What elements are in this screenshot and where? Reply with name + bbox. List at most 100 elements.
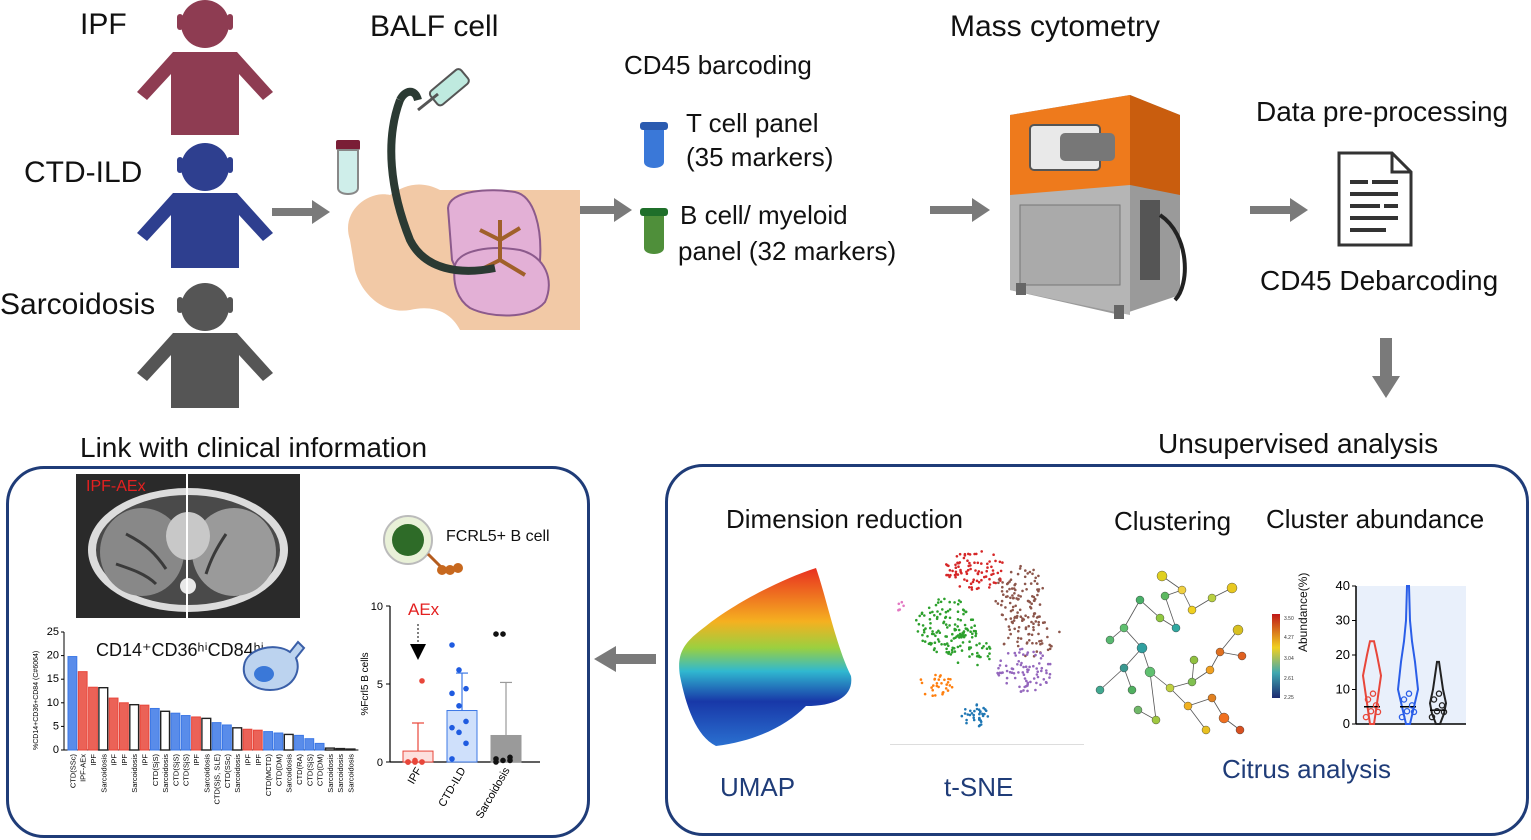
- tree-node: [1183, 701, 1193, 711]
- tsne-point: [944, 623, 948, 626]
- tsne-point: [1039, 642, 1042, 646]
- tsne-point: [1046, 662, 1050, 666]
- tsne-point: [954, 570, 958, 574]
- tsne-point: [937, 640, 941, 643]
- unsupervised-title: Unsupervised analysis: [1158, 428, 1439, 459]
- fcrl5-ytick-label: 5: [377, 679, 383, 691]
- tsne-point: [1058, 630, 1061, 634]
- bar-ytick-label: 10: [47, 697, 59, 709]
- tsne-point: [1011, 621, 1014, 625]
- tsne-point: [944, 610, 948, 614]
- bar-15: [222, 724, 232, 751]
- b-cell-icon: [383, 515, 463, 575]
- tsne-point: [941, 691, 945, 694]
- tsne-point: [1037, 588, 1041, 591]
- group-label-ipf: IPF: [80, 8, 127, 41]
- tsne-point: [977, 586, 980, 590]
- tsne-point: [978, 642, 981, 645]
- tsne-point: [1023, 582, 1027, 586]
- tsne-point: [1028, 639, 1031, 642]
- tsne-point: [1025, 642, 1029, 645]
- tsne-point: [970, 588, 974, 591]
- tsne-point: [1014, 588, 1017, 592]
- tsne-point: [1011, 667, 1015, 671]
- tsne-point: [1013, 592, 1016, 595]
- violin-point: [1438, 702, 1446, 709]
- tsne-point: [986, 655, 990, 658]
- bar-category-label: IPF: [141, 754, 150, 766]
- tsne-point: [977, 570, 981, 573]
- bar-category-label: IPF: [89, 754, 98, 766]
- bar-category-label: CTD(SjS): [182, 754, 191, 787]
- heat-tick-4: 2.61: [1284, 676, 1294, 682]
- tsne-point: [1020, 647, 1024, 651]
- tsne-point: [998, 560, 1002, 564]
- heat-tick-3: 3.04: [1284, 656, 1294, 662]
- tsne-point: [959, 644, 962, 648]
- tsne-point: [981, 712, 984, 716]
- tsne-point: [1033, 579, 1037, 583]
- tsne-point: [929, 622, 932, 625]
- t-panel-label-2: (35 markers): [686, 142, 834, 172]
- fcrl5-ytick-label: 10: [371, 601, 383, 613]
- tsne-point: [974, 634, 977, 638]
- tsne-point: [1041, 586, 1044, 590]
- tsne-point: [931, 694, 934, 697]
- tsne-point: [977, 580, 981, 584]
- tsne-point: [1019, 615, 1023, 618]
- violin-point: [1398, 713, 1406, 721]
- tsne-point: [922, 631, 926, 634]
- tsne-point: [979, 655, 982, 659]
- tsne-point: [988, 657, 991, 661]
- mass-cytometer-illustration: [1010, 95, 1187, 319]
- tsne-point: [978, 712, 981, 716]
- tsne-point: [977, 708, 981, 711]
- bar-19: [263, 731, 273, 751]
- tsne-point: [1039, 683, 1042, 686]
- tsne-point: [1036, 670, 1039, 673]
- heat-tick-5: 2.25: [1284, 695, 1294, 701]
- t-panel-label-1: T cell panel: [686, 108, 819, 138]
- tsne-point: [945, 573, 948, 577]
- tree-node: [1105, 635, 1115, 645]
- tree-node: [1119, 623, 1129, 633]
- tsne-point: [932, 684, 935, 687]
- heat-tick-1: 3.50: [1284, 616, 1294, 622]
- tsne-point: [1000, 590, 1004, 593]
- tsne-point: [950, 685, 954, 689]
- bar-category-label: CTD(RA): [295, 753, 304, 784]
- tsne-point: [897, 602, 901, 606]
- violin-point: [1428, 713, 1436, 721]
- tsne-point: [956, 602, 960, 606]
- tsne-point: [980, 562, 983, 565]
- fcrl5-point: [419, 678, 425, 684]
- tsne-point: [1000, 599, 1004, 603]
- tsne-point: [1001, 671, 1004, 674]
- barcoding-title: CD45 barcoding: [624, 50, 812, 80]
- tsne-point: [973, 624, 976, 627]
- fcrl5-bar-2: [490, 734, 522, 763]
- fcrl5-label: FCRL5+ B cell: [446, 528, 550, 545]
- tsne-point: [1024, 626, 1028, 629]
- tsne-point: [1026, 651, 1030, 654]
- tsne-point: [975, 707, 979, 711]
- bronchoscopy-illustration: [348, 68, 580, 330]
- tsne-point: [931, 610, 934, 614]
- tsne-point: [988, 560, 991, 563]
- tsne-point: [935, 631, 938, 634]
- tsne-point: [965, 718, 968, 722]
- bar-category-label: Sarcoidosis: [336, 754, 345, 793]
- tsne-point: [951, 651, 954, 654]
- tsne-point: [972, 629, 976, 633]
- citrus-label: Citrus analysis: [1222, 754, 1392, 784]
- tsne-point: [953, 623, 957, 626]
- bar-6: [129, 703, 140, 751]
- b-panel-tube-icon: [640, 208, 668, 254]
- bar-category-label: CTD(DM): [316, 754, 325, 787]
- cluster-abundance-title: Cluster abundance: [1266, 504, 1485, 534]
- tsne-point: [1050, 645, 1053, 648]
- violin-point: [1430, 696, 1438, 703]
- tsne-point: [961, 631, 964, 635]
- tsne-point: [961, 608, 965, 611]
- tsne-point: [1009, 596, 1012, 600]
